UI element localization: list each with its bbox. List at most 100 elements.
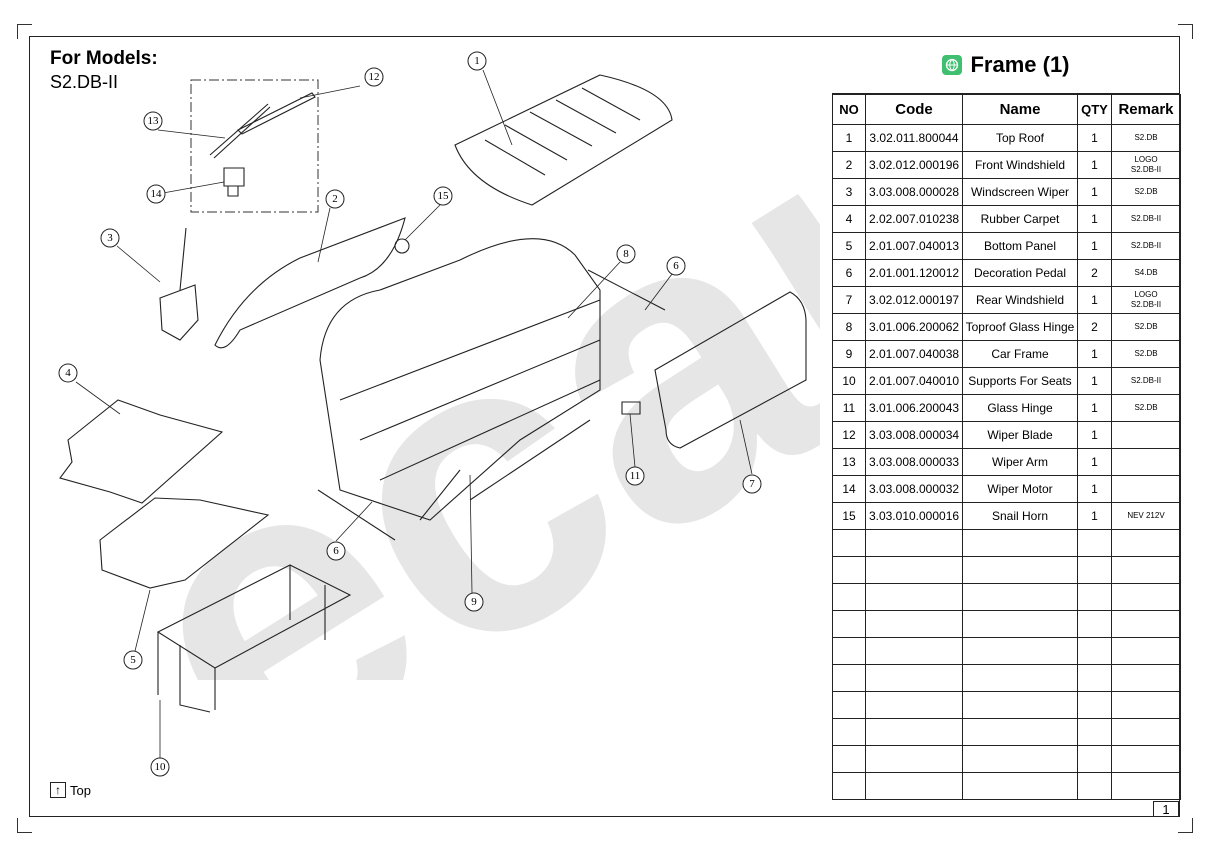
cell-name: Windscreen Wiper <box>962 178 1078 206</box>
table-title-bar: Frame (1) <box>832 37 1180 94</box>
svg-text:11: 11 <box>630 470 641 482</box>
callout-2: 2 <box>325 189 345 209</box>
wiper-arm-part <box>209 103 271 159</box>
cell-name: Car Frame <box>962 340 1078 368</box>
empty-cell <box>865 691 963 719</box>
empty-cell <box>962 637 1078 665</box>
empty-cell <box>962 745 1078 773</box>
empty-cell <box>1111 583 1181 611</box>
crop-mark-top-right <box>1178 24 1193 39</box>
models-value: S2.DB-II <box>50 72 119 92</box>
car-frame-members <box>339 299 601 521</box>
svg-text:6: 6 <box>333 545 339 557</box>
empty-table-row <box>832 691 1181 719</box>
empty-cell <box>865 529 963 557</box>
empty-table-row <box>832 556 1181 584</box>
empty-cell <box>832 718 866 746</box>
remark-line: S2.DB-II <box>1130 213 1162 223</box>
empty-cell <box>865 718 963 746</box>
cell-remark: S2.DB <box>1111 178 1181 206</box>
empty-cell <box>1111 556 1181 584</box>
cell-qty: 1 <box>1077 124 1112 152</box>
remark-line: S2.DB <box>1134 348 1158 358</box>
callout-14: 14 <box>146 184 166 204</box>
cell-qty: 1 <box>1077 340 1112 368</box>
empty-cell <box>832 583 866 611</box>
cell-code: 3.02.012.000197 <box>865 286 963 314</box>
cell-qty: 1 <box>1077 448 1112 476</box>
cell-no: 8 <box>832 313 866 341</box>
svg-text:14: 14 <box>151 188 163 200</box>
callout-12: 12 <box>364 67 384 87</box>
cell-qty: 2 <box>1077 259 1112 287</box>
cell-code: 3.03.008.000034 <box>865 421 963 449</box>
wiper-detail-box <box>190 79 319 213</box>
callout-6a: 6 <box>326 541 346 561</box>
models-heading: For Models: <box>50 48 158 69</box>
cell-no: 9 <box>832 340 866 368</box>
cell-name: Wiper Arm <box>962 448 1078 476</box>
cell-code: 2.01.007.040010 <box>865 367 963 395</box>
glass-hinge-part <box>621 401 641 415</box>
cell-remark: S2.DB-II <box>1111 205 1181 233</box>
callout-3: 3 <box>100 228 120 248</box>
cell-remark <box>1111 421 1181 449</box>
cell-name: Supports For Seats <box>962 367 1078 395</box>
remark-line: S2.DB-II <box>1130 240 1162 250</box>
empty-cell <box>1077 610 1112 638</box>
crop-mark-bottom-left <box>17 818 32 833</box>
empty-cell <box>865 610 963 638</box>
cell-name: Top Roof <box>962 124 1078 152</box>
remark-line: LOGO <box>1134 154 1158 164</box>
svg-text:7: 7 <box>749 478 755 490</box>
cell-remark: S2.DB-II <box>1111 367 1181 395</box>
svg-text:1: 1 <box>474 55 480 67</box>
top-roof-part <box>454 74 673 206</box>
cell-name: Toproof Glass Hinge <box>962 313 1078 341</box>
callout-7: 7 <box>742 474 762 494</box>
cell-name: Rubber Carpet <box>962 205 1078 233</box>
empty-cell <box>865 637 963 665</box>
empty-table-row <box>832 529 1181 557</box>
svg-text:3: 3 <box>107 232 113 244</box>
empty-cell <box>962 772 1078 800</box>
crop-mark-bottom-right <box>1178 818 1193 833</box>
empty-cell <box>1111 610 1181 638</box>
header-code: Code <box>865 94 963 125</box>
cell-no: 1 <box>832 124 866 152</box>
empty-cell <box>1077 691 1112 719</box>
cell-remark: S2.DB <box>1111 124 1181 152</box>
header-no: NO <box>832 94 866 125</box>
cell-qty: 1 <box>1077 286 1112 314</box>
empty-cell <box>865 556 963 584</box>
cell-remark: S2.DB <box>1111 340 1181 368</box>
cell-qty: 1 <box>1077 421 1112 449</box>
cell-remark: S2.DB <box>1111 313 1181 341</box>
top-link[interactable]: ↑ Top <box>50 782 91 798</box>
empty-cell <box>1077 664 1112 692</box>
empty-cell <box>1111 772 1181 800</box>
arrow-up-icon: ↑ <box>50 782 66 798</box>
cell-name: Rear Windshield <box>962 286 1078 314</box>
cell-no: 5 <box>832 232 866 260</box>
car-frame-part <box>319 238 601 521</box>
cell-code: 3.02.011.800044 <box>865 124 963 152</box>
cell-no: 3 <box>832 178 866 206</box>
top-roof-ribs <box>484 87 641 176</box>
cell-no: 4 <box>832 205 866 233</box>
cell-no: 7 <box>832 286 866 314</box>
exploded-parts-diagram: 1 2 3 4 5 6 6 7 8 9 10 11 12 13 14 15 <box>58 51 807 777</box>
svg-text:4: 4 <box>65 367 71 379</box>
empty-cell <box>865 745 963 773</box>
callout-8: 8 <box>616 244 636 264</box>
empty-cell <box>1111 691 1181 719</box>
cell-name: Bottom Panel <box>962 232 1078 260</box>
leader-lines <box>75 69 753 758</box>
